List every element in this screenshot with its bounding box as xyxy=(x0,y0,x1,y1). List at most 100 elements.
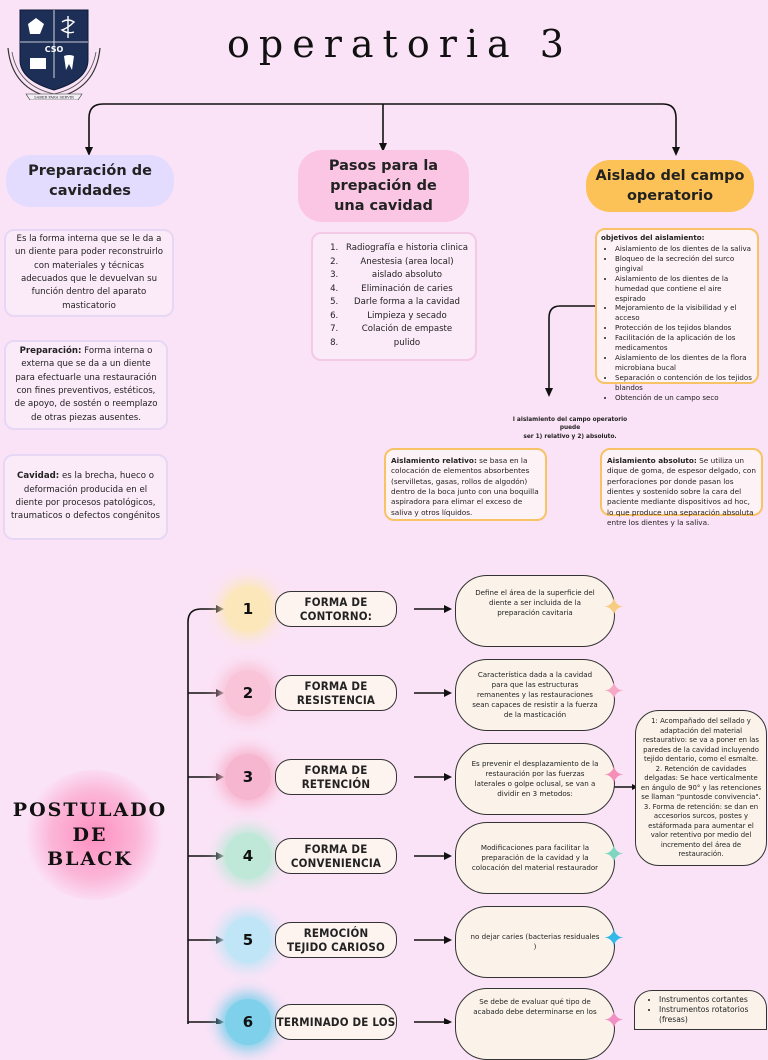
desc-arrow xyxy=(444,605,452,613)
preparacion-term-box: Preparación: Forma interna o externa que… xyxy=(4,340,168,430)
pasos-step: Colación de empaste xyxy=(341,323,469,337)
postulate-description-text: no dejar caries (bacterias residuales ) xyxy=(470,932,600,951)
aislamiento-relativo-box: Aislamiento relativo: se basa en la colo… xyxy=(384,448,547,521)
postulate-label-line: FORMA DE xyxy=(304,678,368,693)
preparacion-definition: Es la forma interna que se le da a un di… xyxy=(14,234,163,311)
sparkle-icon: ✦ xyxy=(603,677,625,707)
pasos-title: Pasos para la prepación de una cavidad xyxy=(298,150,469,222)
postulate-description: no dejar caries (bacterias residuales ) xyxy=(455,906,615,978)
postulate-label-line: FORMA DE xyxy=(304,762,368,777)
pasos-step: Eliminación de caries xyxy=(341,283,469,297)
absoluto-text: Se utiliza un dique de goma, de espesor … xyxy=(607,456,757,528)
postulate-label-line: REMOCIÓN xyxy=(303,925,369,940)
postulate-description: Define el área de la superficie del dien… xyxy=(455,575,615,647)
branch-arrow xyxy=(216,605,224,613)
black-title-line1: POSTULADO xyxy=(12,799,168,821)
connector-lines xyxy=(85,103,680,1024)
desc-arrow xyxy=(444,689,452,697)
postulate-description-text: Es prevenir el desplazamiento de la rest… xyxy=(471,759,599,798)
relativo-text: se basa en la colocación de elementos ab… xyxy=(391,456,539,517)
pasos-step: Radiografía e historia clinica xyxy=(341,242,469,256)
objective-item: Bloqueo de la secreción del surco gingiv… xyxy=(615,254,753,274)
retencion-methods: 1: Acompañado del sellado y adaptación d… xyxy=(640,717,762,859)
objective-item: Aislamiento de los dientes de la humedad… xyxy=(615,274,753,304)
postulate-description-text: Característica dada a la cavidad para qu… xyxy=(472,670,598,719)
objective-item: Protección de los tejidos blandos xyxy=(615,323,753,333)
postulate-number: 5 xyxy=(225,917,271,963)
postulate-description-text: Se debe de evaluar qué tipo de acabado d… xyxy=(473,997,597,1016)
postulate-description: Es prevenir el desplazamiento de la rest… xyxy=(455,743,615,815)
sparkle-icon: ✦ xyxy=(603,924,625,954)
objective-item: Aislamiento de los dientes de la saliva xyxy=(615,244,753,254)
preparacion-title: Preparación de cavidades xyxy=(6,155,174,207)
postulate-label-line: RETENCIÓN xyxy=(301,777,371,791)
postulate-number: 4 xyxy=(225,833,271,879)
branch-arrow xyxy=(216,689,224,697)
branch-arrow xyxy=(216,852,224,860)
tool-item: Instrumentos rotatorios (fresas) xyxy=(659,1005,760,1025)
absoluto-term: Aislamiento absoluto: xyxy=(607,456,697,465)
pasos-steps-list: Radiografía e historia clinicaAnestesia … xyxy=(313,234,475,357)
branch-arrow xyxy=(216,936,224,944)
postulate-number: 2 xyxy=(225,670,271,716)
postulate-label-line: TEJIDO CARIOSO xyxy=(286,940,386,954)
postulate-description-text: Modificaciones para facilitar la prepara… xyxy=(471,843,599,872)
relativo-term: Aislamiento relativo: xyxy=(391,456,477,465)
retencion-methods-box: 1: Acompañado del sellado y adaptación d… xyxy=(635,710,767,866)
postulate-description: Se debe de evaluar qué tipo de acabado d… xyxy=(455,988,615,1060)
sparkle-icon: ✦ xyxy=(603,593,625,623)
branch-arrow xyxy=(216,1018,224,1024)
objective-item: Separación o contención de los tejidos b… xyxy=(615,373,753,393)
postulate-label-line: CONTORNO: xyxy=(299,609,373,623)
branch-arrow xyxy=(216,773,224,781)
black-title-glow xyxy=(24,770,164,900)
postulate-label-line: FORMA DE xyxy=(304,594,368,609)
postulate-label-line: FORMA DE xyxy=(304,841,368,856)
postulate-description: Modificaciones para facilitar la prepara… xyxy=(455,822,615,894)
postulate-label-line: RESISTENCIA xyxy=(296,693,376,707)
cavidad-term: Cavidad: xyxy=(17,471,60,482)
objectives-heading: objetivos del aislamiento: xyxy=(601,233,705,242)
aislado-objectives-box: objetivos del aislamiento: Aislamiento d… xyxy=(595,228,759,402)
objectives-list: Aislamiento de los dientes de la salivaB… xyxy=(601,244,753,403)
tool-item: Instrumentos cortantes xyxy=(659,995,760,1005)
aislado-note: l aislamiento del campo operatorio puede… xyxy=(502,416,638,441)
postulate-label: TERMINADO DE LOS xyxy=(275,1004,397,1040)
pasos-step: Darle forma a la cavidad xyxy=(341,296,469,310)
desc-arrow xyxy=(444,936,452,944)
page-title: operatoria 3 xyxy=(227,22,573,66)
aislado-title: Aislado del campo operatorio xyxy=(586,160,754,212)
desc-arrow xyxy=(444,773,452,781)
pasos-step: pulido xyxy=(341,337,469,351)
postulate-description: Característica dada a la cavidad para qu… xyxy=(455,659,615,731)
preparacion-definition-box: Es la forma interna que se le da a un di… xyxy=(4,229,174,317)
pasos-step: Limpieza y secado xyxy=(341,310,469,324)
cavidad-text: es la brecha, hueco o deformación produc… xyxy=(11,471,160,522)
sparkle-icon: ✦ xyxy=(603,761,625,791)
aislado-note-line2: ser 1) relativo y 2) absoluto. xyxy=(523,433,617,440)
postulate-label-line: TERMINADO DE LOS xyxy=(276,1014,396,1029)
pasos-step: aislado absoluto xyxy=(341,269,469,283)
pasos-steps-box: Radiografía e historia clinicaAnestesia … xyxy=(311,232,477,361)
desc-arrow xyxy=(444,1018,452,1024)
logo-text: CSO xyxy=(45,45,64,54)
aislamiento-absoluto-box: Aislamiento absoluto: Se utiliza un diqu… xyxy=(600,448,763,527)
postulate-label-line: CONVENIENCIA xyxy=(290,856,382,870)
terminado-tools-list: Instrumentos cortantesInstrumentos rotat… xyxy=(641,995,760,1025)
objective-item: Mejoramiento de la visibilidad y el acce… xyxy=(615,303,753,323)
preparacion-term: Preparación: xyxy=(19,346,82,357)
postulate-number: 6 xyxy=(225,999,271,1045)
desc-arrow xyxy=(444,852,452,860)
objective-item: Facilitación de la aplicación de los med… xyxy=(615,333,753,353)
terminado-tools-box: Instrumentos cortantesInstrumentos rotat… xyxy=(634,990,767,1030)
postulate-description-text: Define el área de la superficie del dien… xyxy=(475,588,595,617)
black-title: POSTULADO DE BLACK xyxy=(10,798,170,872)
sparkle-icon: ✦ xyxy=(603,1006,625,1036)
black-title-line3: BLACK xyxy=(47,848,133,871)
black-title-line2: DE xyxy=(72,823,108,846)
